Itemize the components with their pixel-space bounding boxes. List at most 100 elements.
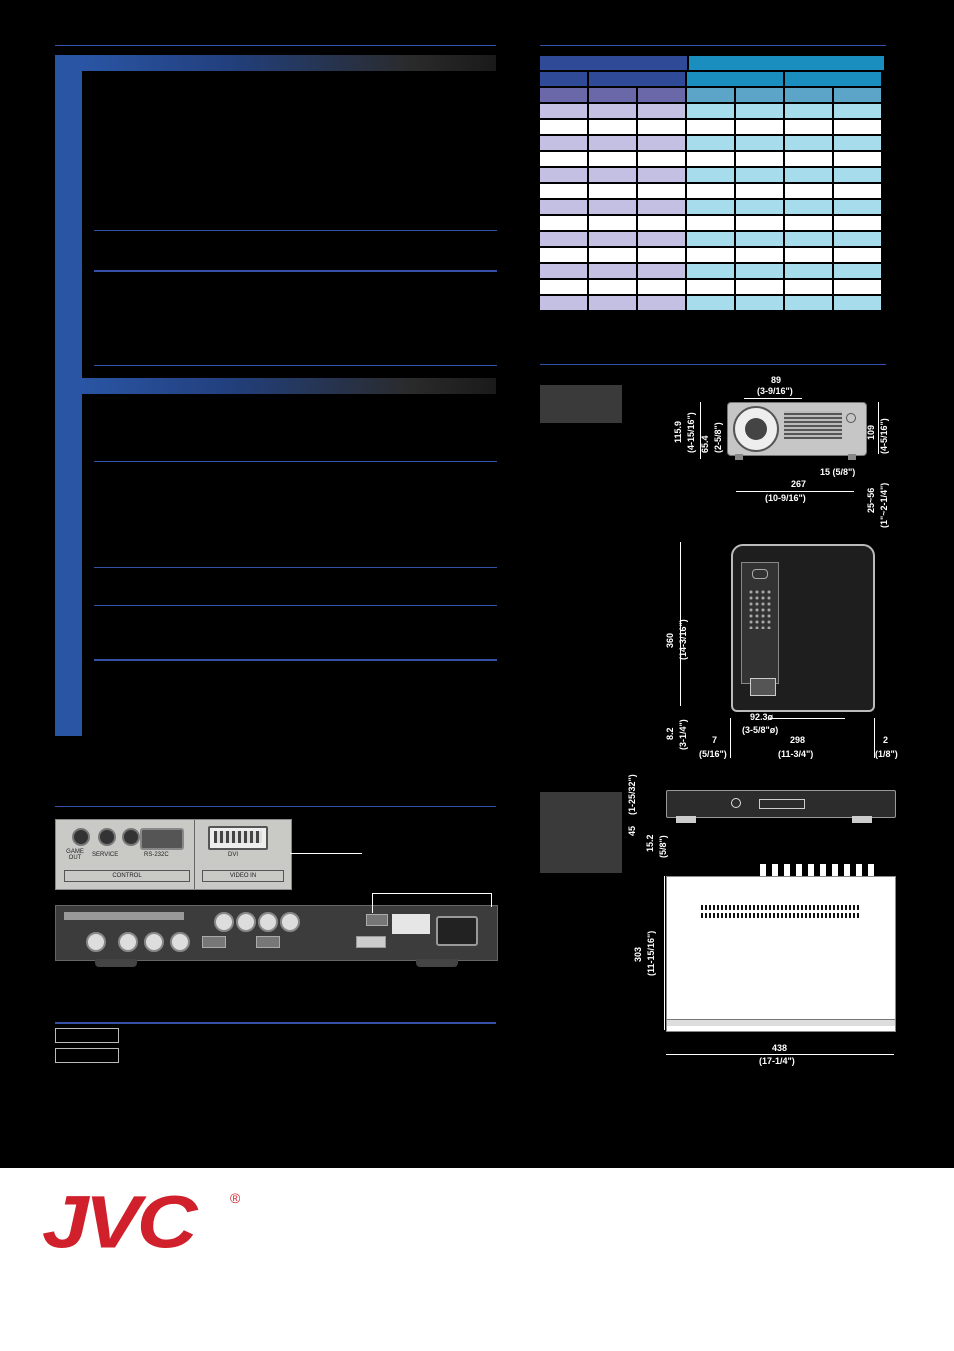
bnc-connector-icon [236,912,256,932]
processor-foot-left [676,816,696,823]
table-cell [687,120,734,134]
proc-depth-in: (11-15/16") [646,930,656,976]
dim-line [736,491,854,492]
table-cell [834,296,881,310]
service-jack-icon [98,828,116,846]
rear-panel-full [55,905,498,961]
table-row [540,280,886,294]
table-cell [736,248,783,262]
front-foot-adj-in: (1"~2-1/4") [879,482,889,528]
top-left-offset-in: (5/16") [699,749,727,759]
table-cell [540,136,587,150]
table-cell [834,104,881,118]
left-top-rule [55,45,496,46]
table-column-row [540,88,886,102]
table-cell [540,152,587,166]
table-cell [785,104,832,118]
control-section-label: CONTROL [64,870,190,882]
table-cell [638,120,685,134]
table-cell [589,152,636,166]
table-cell [736,136,783,150]
table-cell [736,200,783,214]
table-cell [785,296,832,310]
table-cell [736,184,783,198]
dvi-label: DVI [228,852,239,858]
rs232c-port-icon [366,914,388,926]
front-body-height: 109 [866,424,876,440]
projector-label-box [540,385,622,423]
table-cell [638,184,685,198]
table-cell [540,184,587,198]
table-cell [589,264,636,278]
table-cell [589,280,636,294]
table-cell [687,168,734,182]
top-depth-in: (14-3/16") [678,619,688,660]
vga-port-icon [256,936,280,948]
top-lens-dia-in: (3-5/8"ø) [742,725,779,735]
vga-port-icon [202,936,226,948]
table-cell [638,200,685,214]
table-cell [687,296,734,310]
front-foot-left [735,454,743,460]
table-cell [540,248,587,262]
video-in-section-label: VIDEO IN [202,870,284,882]
spec-separator [94,461,497,462]
front-lens-height-in: (2-5/8") [713,422,723,453]
table-cell [687,200,734,214]
game-out-label: GAME OUT [66,849,84,861]
foot-left [95,959,137,967]
legend-box-2 [55,1048,119,1063]
table-cell [785,232,832,246]
callout-line [372,893,492,894]
table-row [540,184,886,198]
proc-height-in: (1-25/32") [627,774,637,815]
table-cell [638,232,685,246]
table-cell [540,216,587,230]
dim-line [730,718,731,758]
table-cell [638,136,685,150]
table-cell [834,280,881,294]
panel-divider [194,820,195,889]
table-cell [785,184,832,198]
top-lens-icon [750,678,776,696]
table-cell [834,248,881,262]
table-cell [687,248,734,262]
table-cell [736,104,783,118]
bnc-connector-icon [170,932,190,952]
spec-section-header-1 [82,55,496,71]
rs232c-label: RS-232C [144,852,169,858]
table-cell [687,264,734,278]
table-cell [540,200,587,214]
table-cell [785,216,832,230]
table-cell [785,152,832,166]
display-window [759,799,805,809]
table-cell [785,200,832,214]
front-height-total: 115.9 [673,420,683,443]
table-cell [687,232,734,246]
table-cell [736,168,783,182]
rating-label-sticker [392,914,430,934]
vent-grille [784,411,842,439]
table-cell [540,264,587,278]
spec-separator [94,230,497,231]
table-cell [834,184,881,198]
bottom-rule [55,1022,496,1024]
spec-separator [94,567,497,568]
dvi-port-icon [356,936,386,948]
processor-label-box [540,792,622,873]
right-top-rule [540,45,886,46]
processor-foot-right [852,816,872,823]
registered-mark: ® [230,1190,241,1206]
dim-line [664,876,665,1030]
table-cell [687,152,734,166]
projector-front-view [727,402,867,456]
table-cell [589,184,636,198]
bnc-connector-icon [258,912,278,932]
table-cell [589,296,636,310]
top-depth: 360 [665,632,675,648]
proc-foot-height-in: (5/8") [658,835,668,858]
table-cell [785,136,832,150]
table-row [540,136,886,150]
foot-right [416,959,458,967]
table-cell [638,104,685,118]
